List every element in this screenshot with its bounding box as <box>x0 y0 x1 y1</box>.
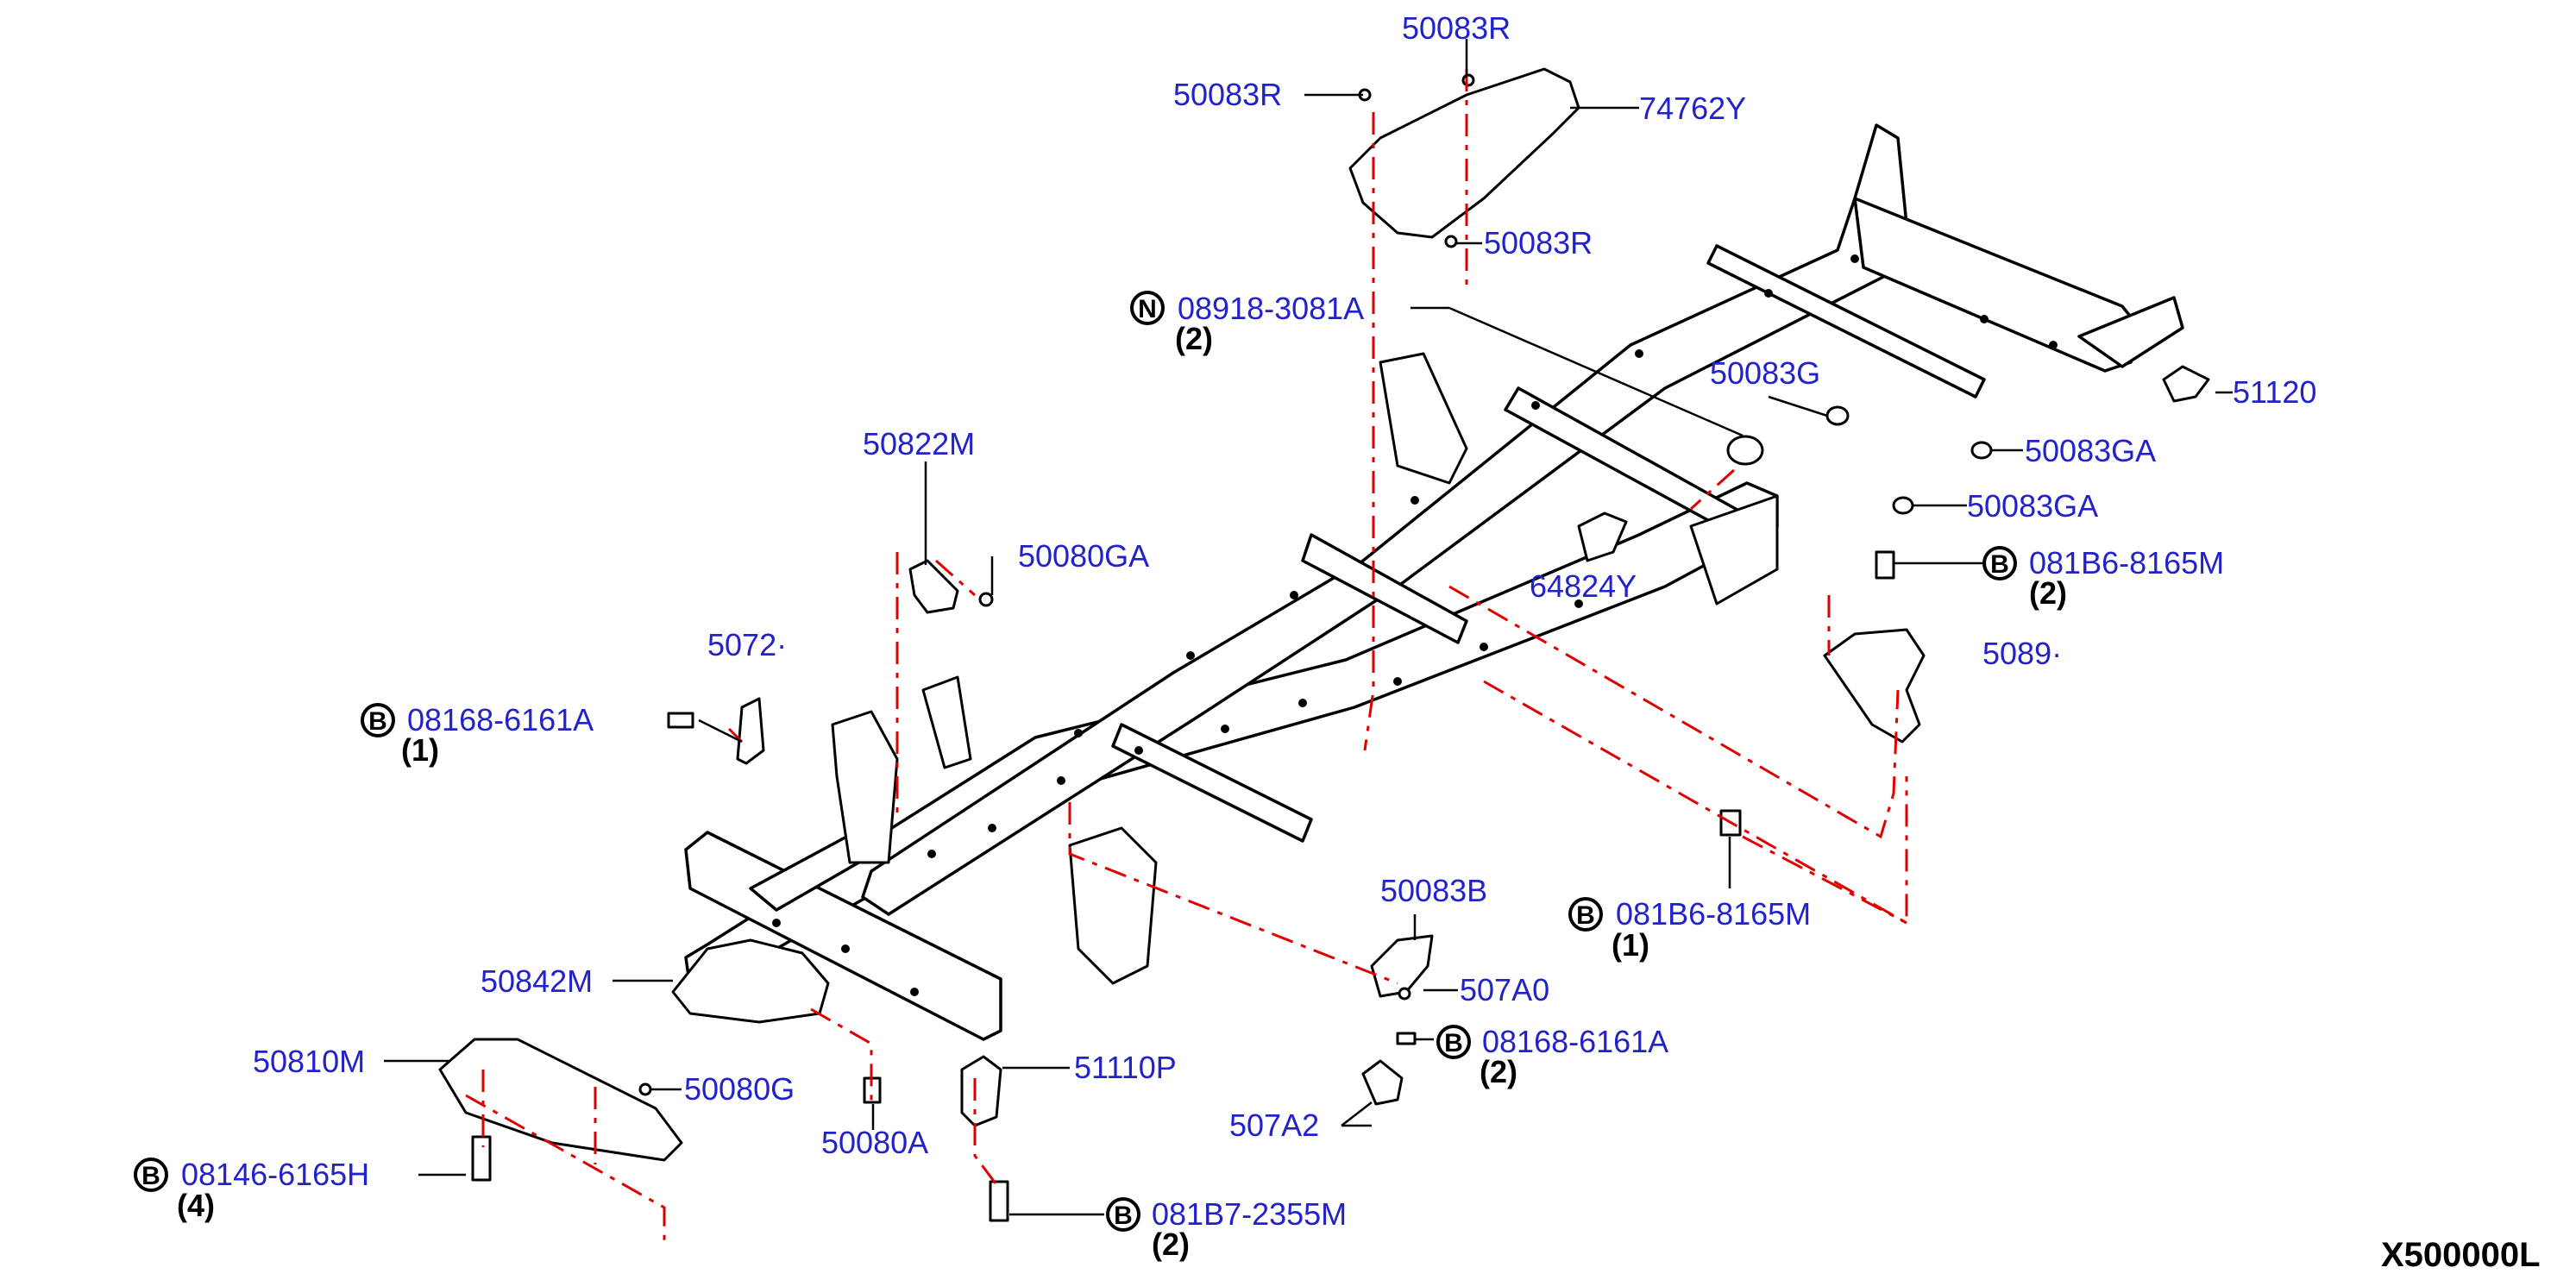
label-50842m: 50842M <box>481 963 593 999</box>
label-50083g: 50083G <box>1710 355 1820 391</box>
svg-text:N: N <box>1138 295 1157 323</box>
svg-text:B: B <box>1576 901 1595 930</box>
b-badge-081b6-top: B <box>1982 546 2017 580</box>
under-cover-50842m <box>671 938 830 1024</box>
chassis-frame <box>684 123 2184 1041</box>
label-50080g: 50080G <box>684 1071 795 1107</box>
b-badge-08168-left: B <box>361 703 395 737</box>
nut-08918 <box>1726 435 1764 466</box>
label-081b7-2355m: 081B7-2355M <box>1152 1196 1347 1232</box>
label-50822m: 50822M <box>863 426 975 461</box>
qty-08168-right: (2) <box>1480 1054 1517 1089</box>
label-50080a: 50080A <box>821 1125 928 1160</box>
bracket-51120 <box>2162 365 2210 403</box>
qty-081b7: (2) <box>1152 1227 1190 1262</box>
label-08168-6161a-right: 08168-6161A <box>1482 1024 1668 1059</box>
bracket-507a2 <box>1361 1059 1404 1106</box>
heat-shield-74762y <box>1348 67 1580 239</box>
label-51120: 51120 <box>2233 374 2316 410</box>
label-081b6-8165m-mid: 081B6-8165M <box>1616 896 1811 932</box>
label-50083b: 50083B <box>1380 873 1487 908</box>
label-08146-6165h: 08146-6165H <box>181 1157 369 1192</box>
plate-5072x <box>736 697 765 765</box>
label-50083ga-1: 50083GA <box>2025 433 2156 468</box>
label-50083r-bottom: 50083R <box>1484 225 1593 260</box>
label-08168-6161a-left: 08168-6161A <box>407 702 594 737</box>
label-51110p: 51110P <box>1074 1050 1177 1085</box>
n-badge-08918: N <box>1130 291 1165 325</box>
bolts <box>471 73 1895 1222</box>
leader-lines <box>384 39 2233 1216</box>
label-50083ga-2: 50083GA <box>1967 488 2098 524</box>
bracket-64824y <box>1577 511 1628 562</box>
assembly-guide-lines <box>465 69 1908 1242</box>
label-08918-3081a: 08918-3081A <box>1178 291 1364 326</box>
label-50810m: 50810M <box>253 1044 365 1079</box>
label-5089x: 5089· <box>1982 636 2062 671</box>
bracket-5089x <box>1823 628 1926 744</box>
svg-text:B: B <box>141 1162 160 1190</box>
bracket-507a0 <box>1370 934 1434 998</box>
label-081b6-8165m-top: 081B6-8165M <box>2029 545 2224 580</box>
label-64824y: 64824Y <box>1530 568 1637 604</box>
grommet-50083ga-2 <box>1892 496 1914 515</box>
diagram-code: X500000L <box>2381 1236 2541 1274</box>
label-5072x: 5072· <box>707 627 787 662</box>
svg-text:B: B <box>368 707 387 736</box>
b-badge-081b7: B <box>1106 1197 1140 1232</box>
label-74762y: 74762Y <box>1639 91 1746 126</box>
grommet-50083ga-1 <box>1970 441 1993 460</box>
b-badge-081b6-mid: B <box>1568 897 1603 932</box>
label-50080ga: 50080GA <box>1018 538 1149 574</box>
qty-08146: (4) <box>177 1188 215 1223</box>
qty-081b6-top: (2) <box>2029 575 2067 611</box>
svg-text:B: B <box>1444 1029 1463 1057</box>
bracket-51110p <box>960 1055 1002 1127</box>
grommet-50083g <box>1825 405 1850 426</box>
svg-text:B: B <box>1114 1202 1133 1230</box>
bracket-50822m <box>908 559 959 614</box>
qty-08918: (2) <box>1175 321 1213 356</box>
label-50083r-top: 50083R <box>1402 10 1511 46</box>
b-badge-08146: B <box>134 1158 168 1192</box>
b-badge-08168-right: B <box>1436 1025 1471 1059</box>
label-507a0: 507A0 <box>1460 972 1549 1007</box>
svg-text:B: B <box>1990 550 2009 579</box>
label-507a2: 507A2 <box>1229 1107 1319 1143</box>
skid-plate-50810m <box>438 1038 683 1162</box>
qty-081b6-mid: (1) <box>1612 927 1649 963</box>
label-50083r-left: 50083R <box>1173 77 1282 112</box>
qty-08168-left: (1) <box>401 732 439 768</box>
